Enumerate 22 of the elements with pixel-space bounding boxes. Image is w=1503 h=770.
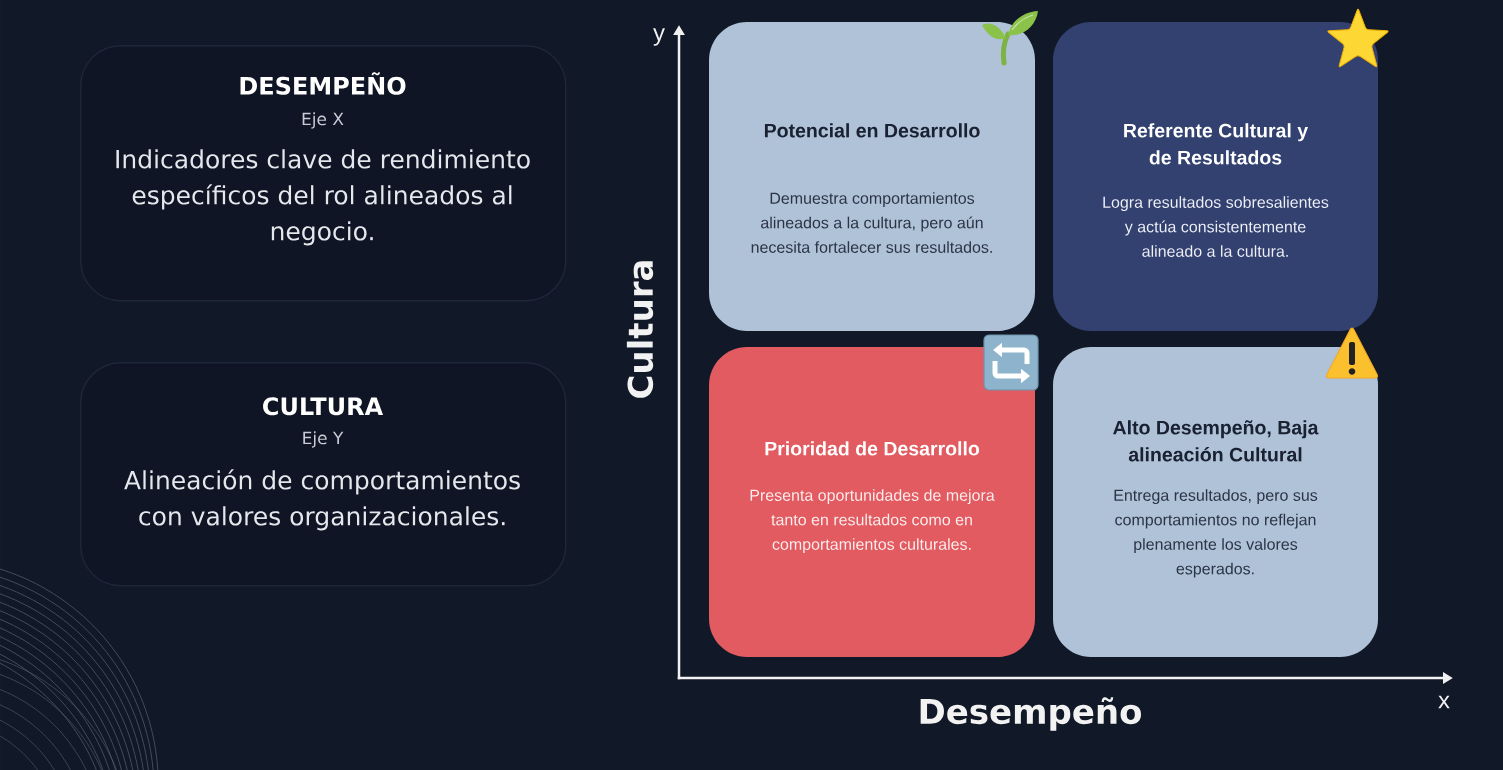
- quadrant-box: [1053, 22, 1378, 331]
- quadrant-title: Prioridad de Desarrollo: [765, 441, 980, 456]
- card-text: Alineación de comportamientos con valores organizacionales.: [124, 469, 520, 531]
- quadrant-box: [1053, 347, 1378, 657]
- quadrant-text: Demuestra comportamientos alineados a la cultura, pero aún necesita fortalecer sus resultados.: [751, 192, 992, 253]
- axis-subtitle: Eje Y: [303, 431, 344, 448]
- axis-title: Desempeño: [920, 697, 1141, 731]
- card-text: Indicadores clave de rendimiento específicos del rol alineados al negocio.: [116, 149, 530, 246]
- card-title: DESEMPEÑO: [240, 72, 406, 95]
- card-title: CULTURA: [263, 397, 384, 416]
- quadrant-box: [709, 347, 1035, 657]
- quadrant-text: Entrega resultados, pero sus comportamientos no reflejan plenamente los valores esperados.: [1114, 489, 1318, 578]
- axis-letter: y: [653, 28, 665, 46]
- axis-subtitle: Eje X: [302, 112, 344, 129]
- quadrant-text: Presenta oportunidades de mejora tanto en resultados como en comportamientos culturales.: [750, 489, 995, 554]
- quadrant-title: Referente Cultural y de Resultados: [1124, 123, 1309, 165]
- quadrant-text: Logra resultados sobresalientes y actúa consistentemente alineado a la cultura.: [1103, 196, 1329, 257]
- axis-letter: x: [1438, 695, 1450, 709]
- axis-title: Cultura: [626, 261, 654, 398]
- quadrant-box: [709, 22, 1035, 331]
- quadrant-title: Alto Desempeño, Baja alineación Cultural: [1113, 420, 1319, 462]
- quadrant-title: Potencial en Desarrollo: [764, 123, 980, 138]
